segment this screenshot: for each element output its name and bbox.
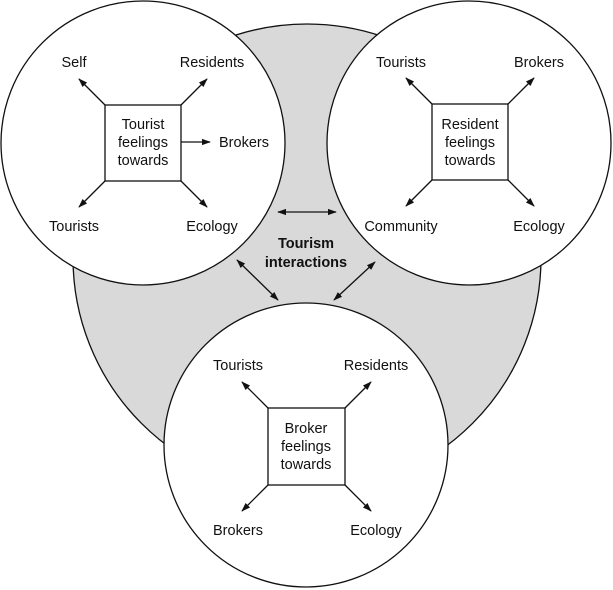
tourist-arrow-self	[78, 78, 106, 106]
resident-box-line2: feelings	[445, 135, 495, 151]
tourist-feelings-box	[104, 104, 182, 182]
resident-target-tourists: Tourists	[376, 55, 426, 71]
tourist-box-line3: towards	[118, 153, 169, 169]
broker-arrow-ecology	[344, 484, 372, 512]
tourist-arrow-ecology	[180, 180, 208, 208]
broker-box-line1: Broker	[285, 421, 328, 437]
tourist-box-line2: feelings	[118, 135, 168, 151]
resident-feelings-box	[431, 103, 509, 181]
center-label-line1: Tourism	[278, 236, 334, 252]
resident-arrow-brokers	[507, 77, 535, 105]
broker-box-line3: towards	[281, 457, 332, 473]
tourist-target-tourists: Tourists	[49, 219, 99, 235]
resident-arrow-tourists	[405, 77, 433, 105]
resident-box-line1: Resident	[441, 117, 498, 133]
broker-target-ecology: Ecology	[350, 523, 402, 539]
broker-target-brokers: Brokers	[213, 523, 263, 539]
tourist-target-brokers: Brokers	[219, 135, 269, 151]
resident-box-line3: towards	[445, 153, 496, 169]
broker-box-line2: feelings	[281, 439, 331, 455]
center-label-line2: interactions	[265, 255, 347, 271]
tourist-arrow-residents	[180, 78, 208, 106]
broker-arrow-residents	[344, 381, 372, 409]
resident-target-brokers: Brokers	[514, 55, 564, 71]
broker-arrow-brokers	[241, 484, 269, 512]
tourist-target-residents: Residents	[180, 55, 244, 71]
tourist-target-ecology: Ecology	[186, 219, 238, 235]
broker-target-residents: Residents	[344, 358, 408, 374]
resident-target-ecology: Ecology	[513, 219, 565, 235]
broker-arrow-tourists	[241, 381, 269, 409]
broker-target-tourists: Tourists	[213, 358, 263, 374]
resident-arrow-community	[405, 179, 433, 207]
resident-target-community: Community	[364, 219, 438, 235]
broker-feelings-box	[267, 407, 346, 486]
tourist-box-line1: Tourist	[122, 117, 165, 133]
tourist-broker-arrow	[236, 259, 279, 301]
tourist-target-self: Self	[62, 55, 88, 71]
resident-arrow-ecology	[507, 179, 535, 207]
tourist-arrow-tourists	[78, 180, 106, 208]
resident-broker-arrow	[333, 261, 376, 301]
